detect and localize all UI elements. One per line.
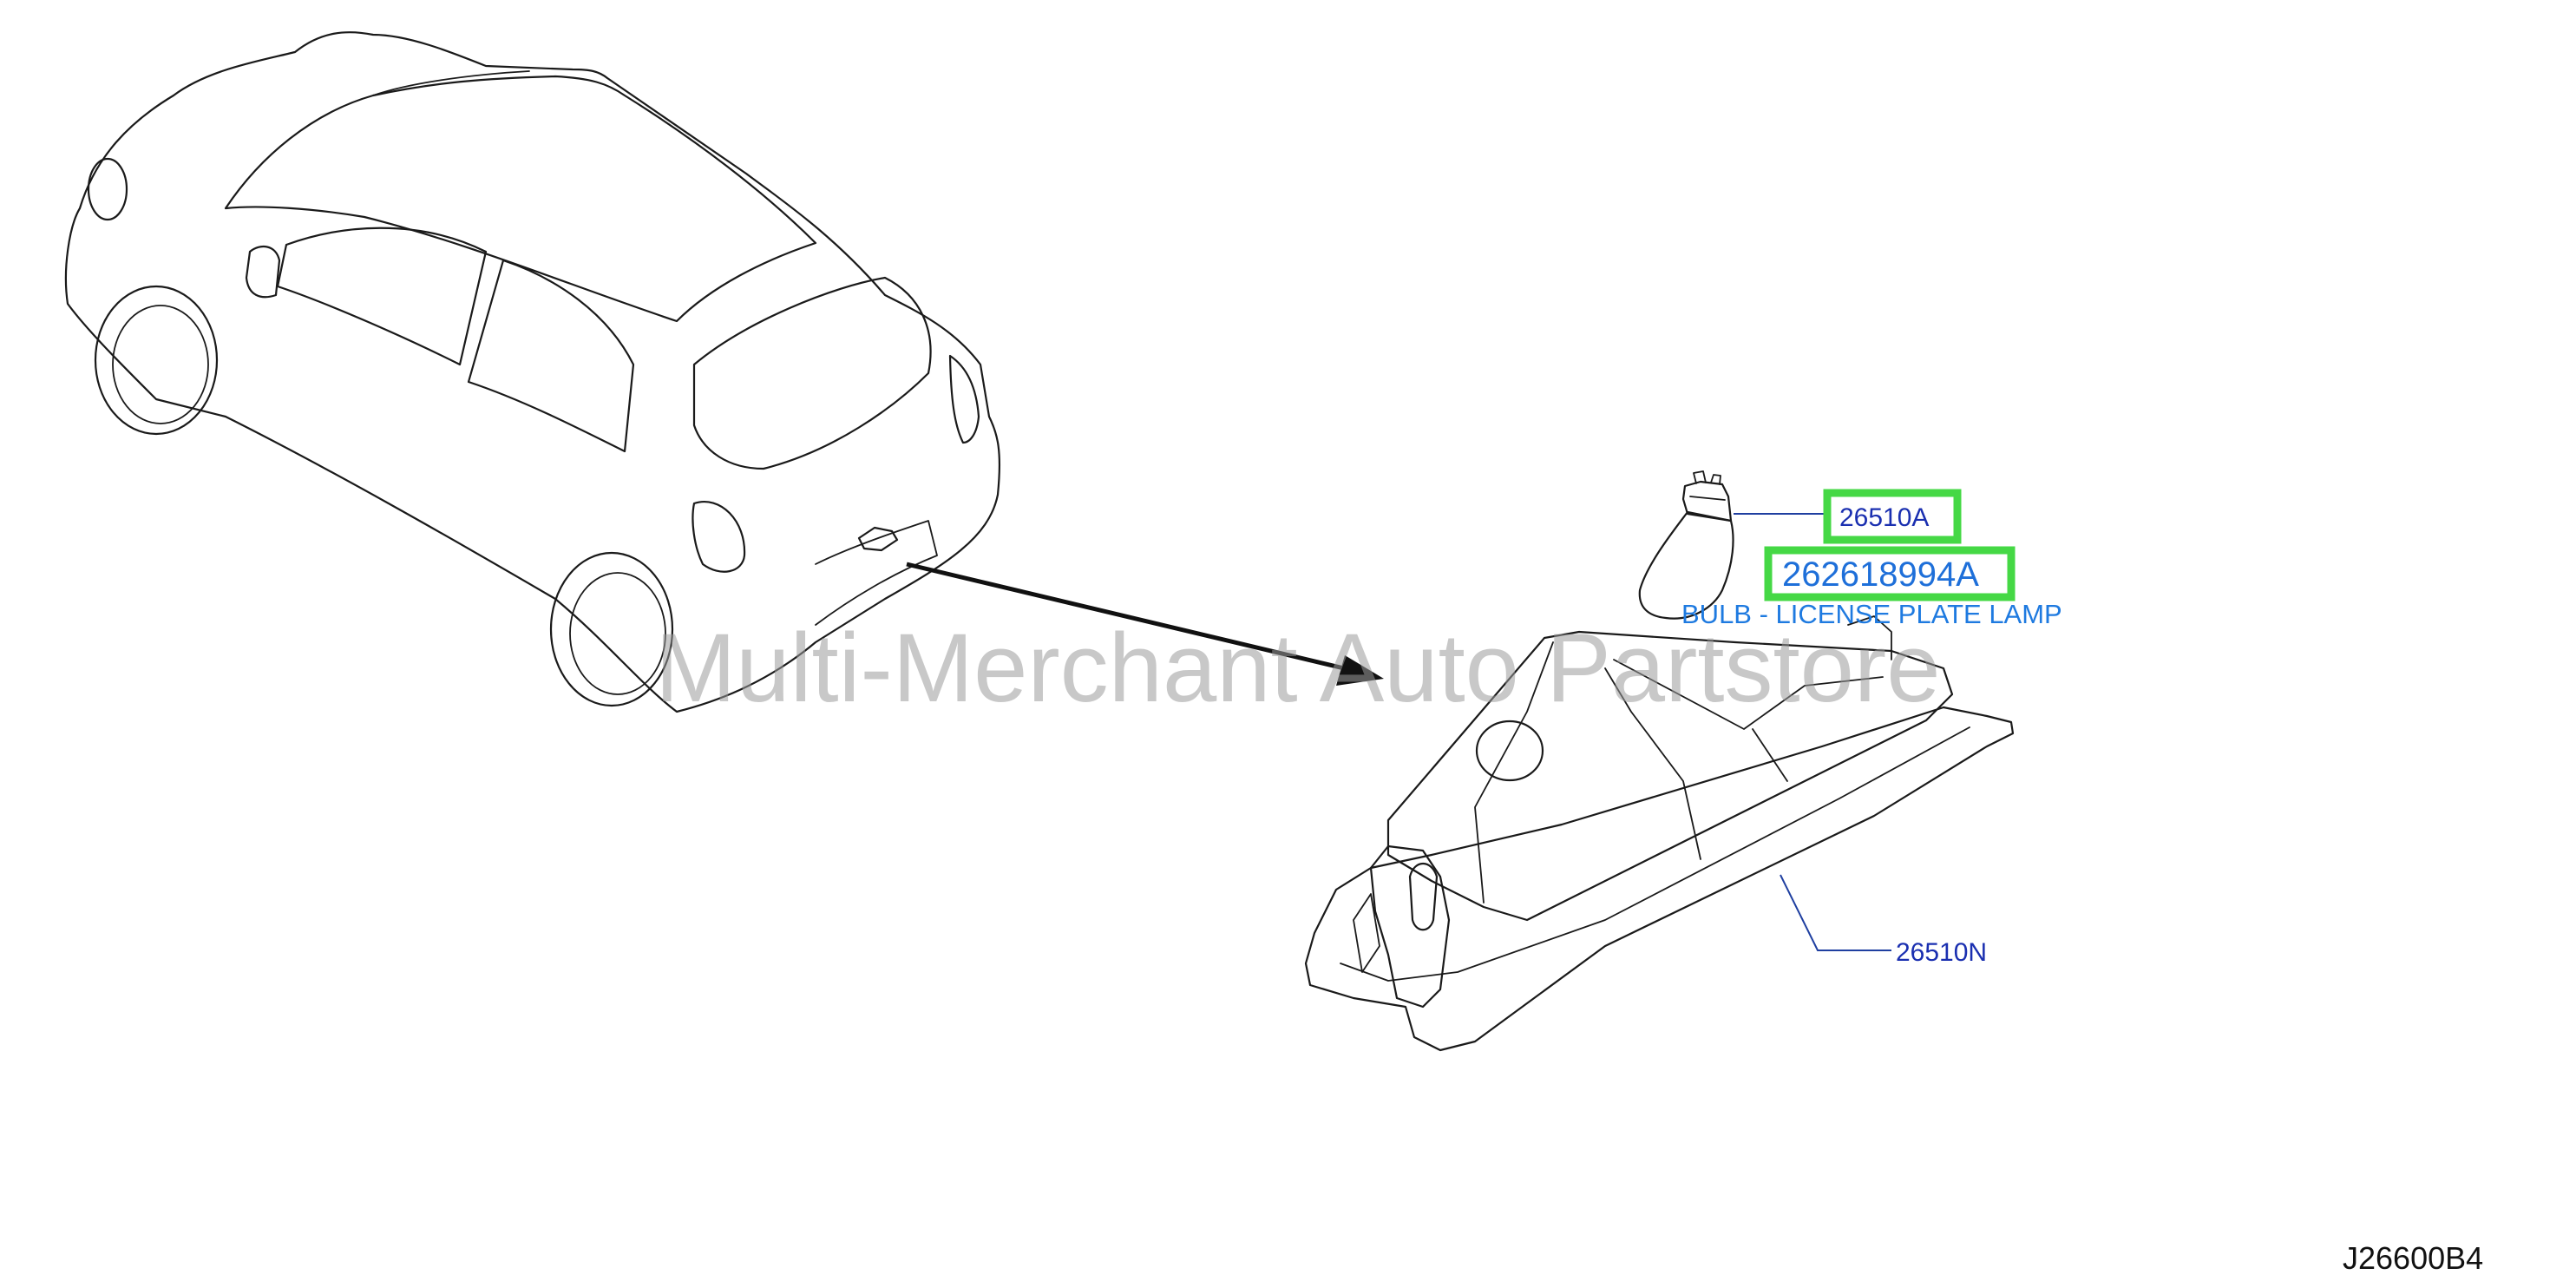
license-plate-lamp-assembly	[1304, 615, 2015, 1052]
wedge-bulb	[1638, 470, 1734, 620]
watermark-text: Multi-Merchant Auto Partstore	[655, 614, 1940, 722]
pointer-arrow	[906, 562, 1384, 686]
callout-label-262618994A: 262618994A	[1782, 555, 1979, 594]
callout-label-26510A: 26510A	[1839, 503, 1929, 532]
car-illustration	[64, 31, 1001, 713]
callout-bulb-number[interactable]: 262618994A	[1764, 546, 2016, 601]
callout-bulb-part[interactable]: 26510A	[1734, 489, 1962, 544]
callout-lamp-assembly[interactable]: 26510N	[1780, 874, 1987, 967]
highlight-box-bulb-number	[1764, 546, 2016, 601]
highlight-box-bulb-part	[1823, 489, 1962, 544]
diagram-id-label: J26600B4	[2343, 1240, 2483, 1276]
callout-label-26510N: 26510N	[1896, 938, 1987, 967]
bulb-description: BULB - LICENSE PLATE LAMP	[1681, 599, 2062, 629]
